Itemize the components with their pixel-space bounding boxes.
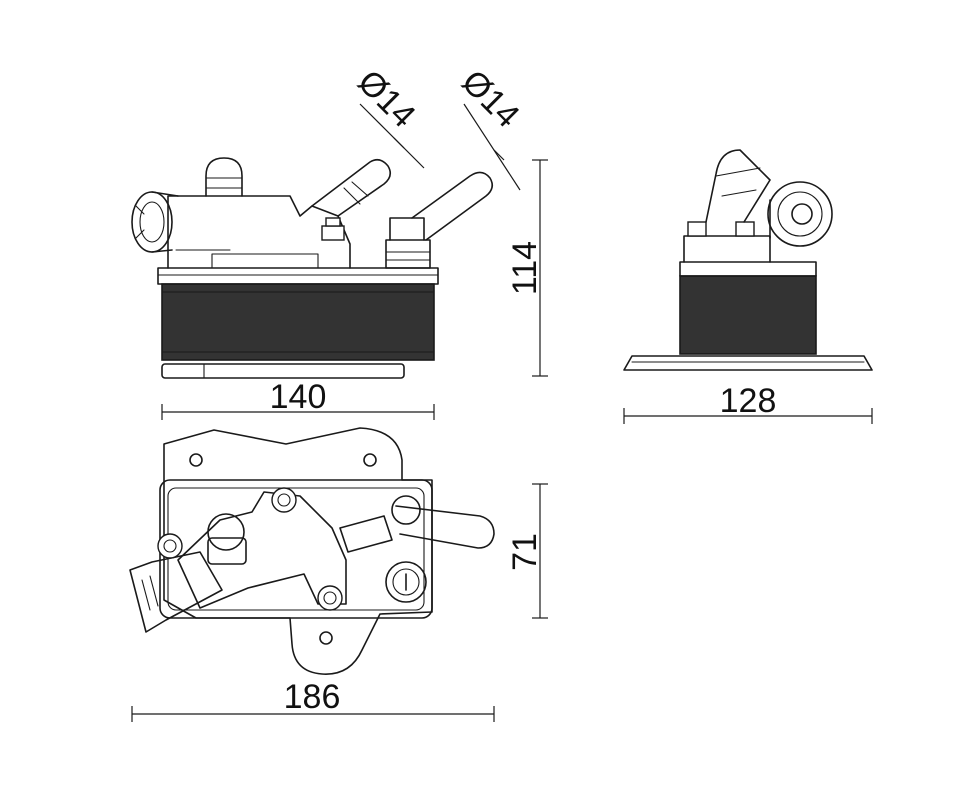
front-right-pipe <box>389 217 425 241</box>
side-width-label: 128 <box>720 382 777 420</box>
top-bracket <box>177 491 347 609</box>
side-view <box>623 149 873 371</box>
top-plug <box>385 561 427 603</box>
side-mounting-plate <box>623 355 873 371</box>
port-right-diameter-label: Ø14 <box>454 63 526 135</box>
front-height-label: 114 <box>506 241 544 295</box>
side-width-dimension: 128 <box>623 382 873 424</box>
front-width-dimension: 140 <box>161 378 435 420</box>
front-left-pipe <box>311 158 392 217</box>
top-width-label: 186 <box>284 678 341 716</box>
front-housing <box>167 195 351 269</box>
port-left-diameter-label: Ø14 <box>350 63 422 135</box>
top-right-pipe <box>339 515 393 553</box>
front-height-dimension: 114 <box>506 159 548 377</box>
front-cooler-core <box>161 283 435 361</box>
top-width-dimension: 186 <box>131 678 495 722</box>
front-width-label: 140 <box>270 378 327 416</box>
top-depth-dimension: 71 <box>506 483 548 619</box>
front-top-knob <box>205 157 243 197</box>
port-diameter-left-dimension: Ø14 <box>350 63 425 169</box>
side-round-flange <box>767 181 833 247</box>
top-view <box>129 427 495 675</box>
side-pipe-assembly <box>705 149 771 223</box>
top-mounting-plate <box>163 427 433 675</box>
side-cooler-core <box>679 275 817 355</box>
front-view <box>131 157 494 379</box>
side-housing <box>683 235 771 263</box>
top-left-pipe <box>129 551 223 633</box>
top-depth-label: 71 <box>506 533 544 571</box>
front-left-flange <box>131 191 173 253</box>
port-diameter-right-dimension: Ø14 <box>454 63 527 191</box>
